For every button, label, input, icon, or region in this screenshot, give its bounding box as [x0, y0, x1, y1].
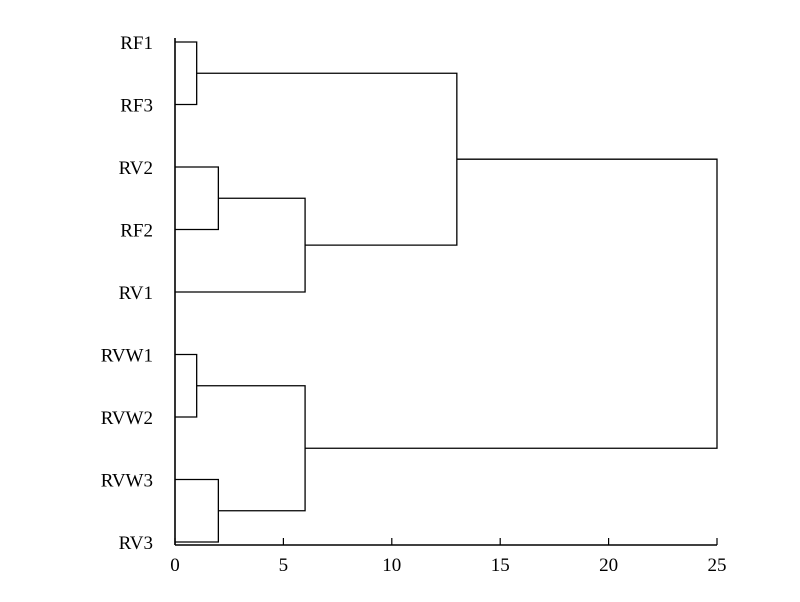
leaf-label-rv2: RV2: [119, 158, 153, 179]
x-tick-label-10: 10: [382, 555, 401, 576]
merge-link-n1: [175, 41, 198, 106]
leaf-label-rvw2: RVW2: [101, 408, 153, 429]
axes: [174, 38, 717, 546]
leaf-label-rv1: RV1: [119, 283, 153, 304]
leaf-label-rvw3: RVW3: [101, 471, 153, 492]
merge-link-n6: [196, 385, 306, 512]
leaf-label-rf1: RF1: [120, 33, 153, 54]
leaf-label-rv3: RV3: [119, 533, 153, 554]
x-tick-label-25: 25: [708, 555, 727, 576]
x-tick-label-5: 5: [279, 555, 289, 576]
merge-link-n3: [175, 166, 220, 231]
x-axis-ticks: 0 5 10 15 20 25: [170, 538, 727, 576]
merge-link-n8: [305, 158, 718, 449]
leaf-label-rvw1: RVW1: [101, 346, 153, 367]
x-tick-label-15: 15: [491, 555, 510, 576]
merge-link-n4: [175, 478, 220, 543]
leaf-label-rf3: RF3: [120, 96, 153, 117]
leaf-label-rf2: RF2: [120, 221, 153, 242]
merge-link-n2: [175, 353, 198, 418]
x-tick-label-20: 20: [599, 555, 618, 576]
dendrogram-links: [175, 41, 718, 543]
x-tick-label-0: 0: [170, 555, 180, 576]
merge-link-n5: [175, 197, 306, 293]
merge-link-n7: [196, 72, 458, 246]
